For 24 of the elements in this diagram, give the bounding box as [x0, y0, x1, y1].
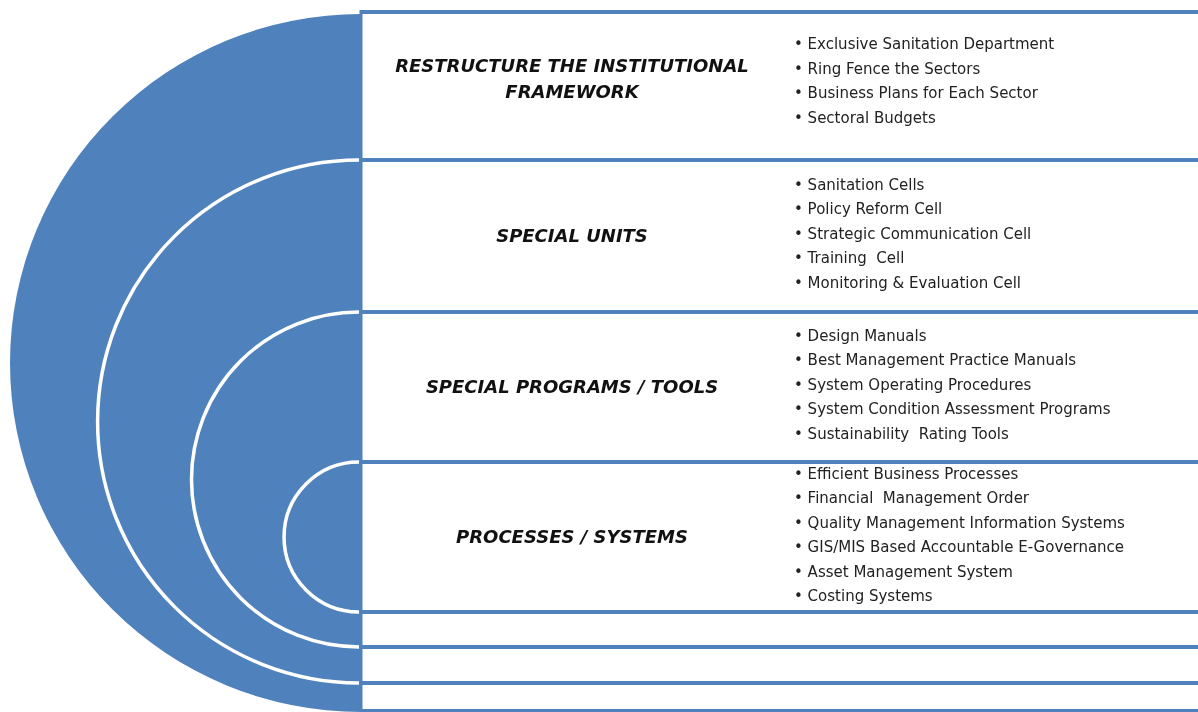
- bullet-item: • Policy Reform Cell: [794, 199, 943, 221]
- bullet-item: • System Condition Assessment Programs: [794, 399, 1111, 421]
- bullet-item: • System Operating Procedures: [794, 374, 1032, 396]
- bullet-item: • Best Management Practice Manuals: [794, 350, 1077, 372]
- bullet-item: • Design Manuals: [794, 325, 927, 347]
- bullet-item: • Monitoring & Evaluation Cell: [794, 272, 1021, 294]
- bullet-item: • Training Cell: [794, 248, 905, 270]
- row-heading: RESTRUCTURE THE INSTITUTIONAL FRAMEWORK: [394, 54, 750, 104]
- bullet-item: • Sectoral Budgets: [794, 107, 936, 129]
- row-heading: SPECIAL UNITS: [495, 224, 649, 248]
- bullet-item: • Business Plans for Each Sector: [794, 83, 1038, 104]
- bullet-item: • GIS/MIS Based Accountable E-Governance: [794, 537, 1125, 558]
- row-heading: SPECIAL PROGRAMS / TOOLS: [424, 375, 720, 399]
- bullet-item: • Asset Management System: [794, 561, 1013, 583]
- row-heading: PROCESSES / SYSTEMS: [455, 525, 689, 549]
- bullet-item: • Strategic Communication Cell: [794, 223, 1032, 245]
- bullet-item: • Efficient Business Processes: [794, 463, 1019, 485]
- bullet-item: • Costing Systems: [794, 586, 933, 607]
- bullet-item: • Sanitation Cells: [794, 174, 925, 196]
- bullet-item: • Quality Management Information Systems: [794, 512, 1125, 534]
- bullet-item: • Financial Management Order: [794, 488, 1030, 509]
- bullet-item: • Ring Fence the Sectors: [794, 58, 981, 80]
- bullet-item: • Sustainability Rating Tools: [794, 423, 1009, 445]
- bullet-item: • Exclusive Sanitation Department: [794, 34, 1055, 55]
